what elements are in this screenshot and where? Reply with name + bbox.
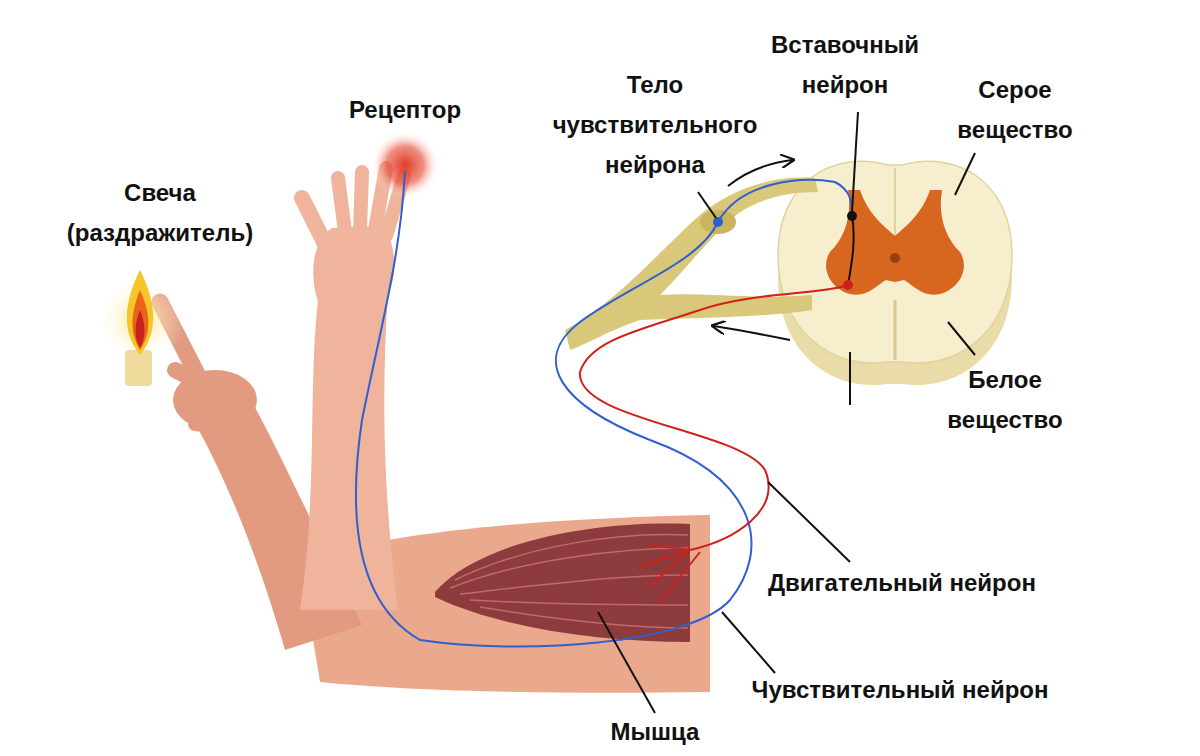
leader-line <box>698 192 716 218</box>
direction-arrow <box>714 326 790 340</box>
direction-arrow <box>714 160 792 340</box>
leader-line <box>722 612 775 673</box>
spinal-cord <box>778 161 1012 385</box>
gray-matter <box>890 253 900 263</box>
pointing-arm <box>185 398 230 412</box>
leader-line <box>849 352 851 405</box>
part-label: Мышца <box>555 712 755 752</box>
spinal-cord <box>894 168 896 240</box>
leader-line <box>768 482 850 562</box>
motor-neuron <box>843 280 853 290</box>
part-label: Белое вещество <box>920 360 1090 440</box>
part-label: Серое вещество <box>930 70 1100 150</box>
leader-line <box>852 112 858 212</box>
candle <box>95 270 185 386</box>
interneuron <box>847 211 857 285</box>
part-label: Двигательный нейрон <box>768 563 1148 603</box>
interneuron <box>847 211 857 221</box>
raised-arm <box>300 168 404 610</box>
raised-arm <box>360 172 362 230</box>
pointing-arm <box>195 424 232 428</box>
spinal-cord <box>894 300 897 360</box>
leader-line <box>598 112 975 713</box>
part-label: Чувствительный нейрон <box>700 670 1100 710</box>
gray-matter <box>826 190 964 295</box>
leader-line <box>598 612 655 713</box>
candle <box>132 290 148 350</box>
candle <box>125 350 152 386</box>
part-label: Рецептор <box>305 90 505 130</box>
gray-matter <box>880 240 910 278</box>
candle <box>136 310 145 348</box>
muscle <box>435 524 690 642</box>
direction-arrow <box>728 160 792 186</box>
part-label: Вставочный нейрон <box>745 25 945 105</box>
receptor-glow <box>371 131 439 199</box>
raised-arm <box>302 198 332 258</box>
motor-neuron <box>640 545 700 602</box>
muscle <box>450 535 688 628</box>
part-label: Свеча (раздражитель) <box>45 173 275 253</box>
nerve-root <box>700 210 736 234</box>
nerve-root <box>565 178 818 350</box>
pointing-arm <box>173 370 257 430</box>
muscle <box>435 524 690 642</box>
leader-line <box>948 322 975 355</box>
candle <box>127 270 153 355</box>
raised-arm <box>338 178 345 232</box>
part-label: Тело чувствительного нейрона <box>530 65 780 185</box>
receptor-glow <box>371 131 439 199</box>
nerve-root <box>565 178 818 350</box>
motor-neuron <box>580 285 848 550</box>
interneuron <box>848 215 854 285</box>
raised-arm <box>300 292 398 610</box>
sensory-neuron <box>713 217 723 227</box>
leader-line <box>955 153 975 195</box>
motor-neuron <box>580 280 853 602</box>
